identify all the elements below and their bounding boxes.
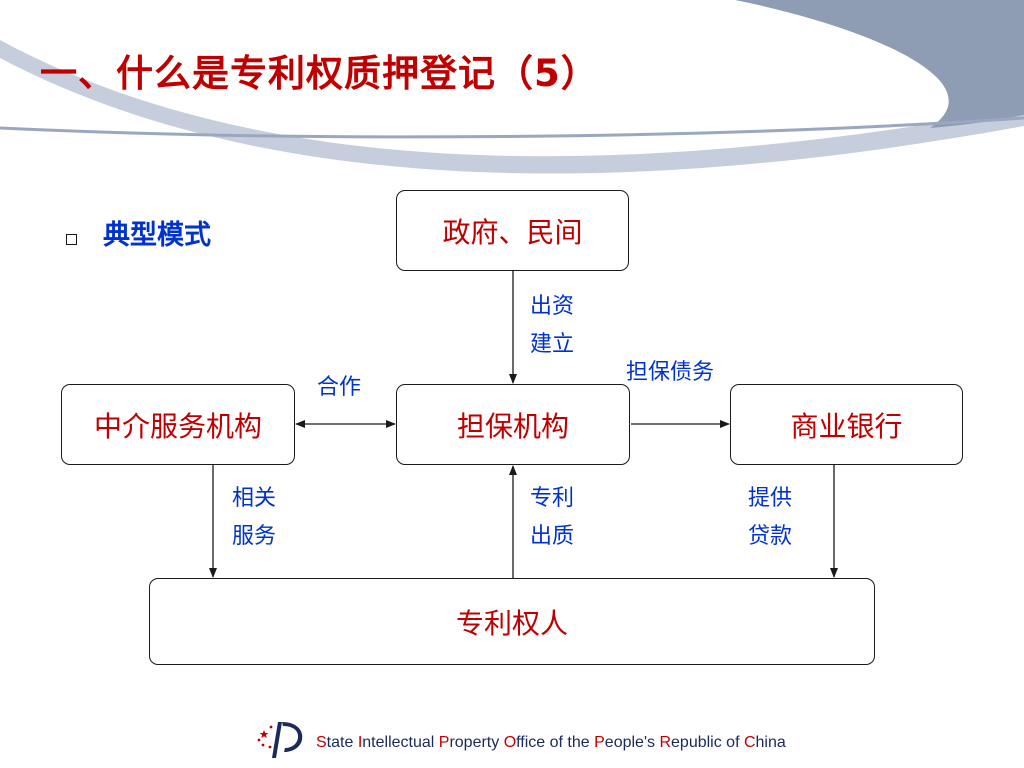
edge-label-related-services: 相关 服务 bbox=[232, 480, 276, 556]
node-label: 专利权人 bbox=[455, 606, 568, 640]
bullet-text: 典型模式 bbox=[103, 220, 211, 251]
node-intermediary-service: 中介服务机构 bbox=[61, 384, 295, 465]
footer-initial: P bbox=[594, 734, 605, 751]
swoosh-thin-line bbox=[0, 116, 1024, 139]
footer-word-rest: tate bbox=[326, 734, 358, 751]
node-government-private: 政府、民间 bbox=[396, 190, 629, 271]
footer-word-rest: roperty bbox=[449, 734, 504, 751]
edge-label-cooperate: 合作 bbox=[317, 375, 362, 400]
node-label: 商业银行 bbox=[790, 409, 903, 443]
slide-title: 一、什么是专利权质押登记（5） bbox=[40, 52, 599, 95]
sipo-logo-icon bbox=[257, 722, 303, 758]
edge-label-patent-pledge: 专利 出质 bbox=[530, 480, 574, 556]
swoosh-light-band bbox=[0, 40, 1024, 174]
edge-label-line: 服务 bbox=[232, 524, 277, 549]
edge-label-invest: 出资 建立 bbox=[530, 288, 574, 364]
node-label: 政府、民间 bbox=[442, 215, 583, 249]
footer-initial: P bbox=[438, 734, 450, 751]
footer-initial: I bbox=[357, 734, 363, 751]
footer-word-rest: hina bbox=[755, 734, 786, 751]
edge-label-line: 提供 bbox=[748, 486, 793, 511]
footer-word-rest: eople's bbox=[604, 734, 660, 751]
edge-label-line: 出资 bbox=[530, 294, 575, 319]
footer-word-rest: epublic of bbox=[671, 734, 744, 751]
edge-label-line: 建立 bbox=[530, 332, 575, 357]
swoosh-dark-band bbox=[735, 0, 1024, 128]
footer-initial: O bbox=[503, 734, 517, 751]
footer-organization-name: State Intellectual Property Office of th… bbox=[316, 734, 786, 752]
footer-initial: R bbox=[659, 734, 672, 751]
square-bullet-icon bbox=[66, 234, 77, 245]
footer-word-rest: ntellectual bbox=[362, 734, 439, 751]
edge-label-line: 出质 bbox=[530, 524, 575, 549]
node-patentee: 专利权人 bbox=[149, 578, 875, 665]
footer-initial: S bbox=[316, 734, 327, 751]
edge-label-line: 专利 bbox=[530, 486, 575, 511]
node-label: 担保机构 bbox=[456, 409, 569, 443]
node-commercial-bank: 商业银行 bbox=[730, 384, 963, 465]
edge-label-guarantee-debt: 担保债务 bbox=[626, 360, 715, 385]
edge-label-line: 贷款 bbox=[748, 524, 793, 549]
header-swoosh-decoration bbox=[0, 0, 1024, 174]
node-guarantee-institution: 担保机构 bbox=[396, 384, 630, 465]
footer: State Intellectual Property Office of th… bbox=[254, 716, 874, 766]
edge-label-line: 相关 bbox=[232, 486, 277, 511]
edge-label-provide-loan: 提供 贷款 bbox=[748, 480, 792, 556]
footer-word-rest: ffice of the bbox=[516, 734, 595, 751]
footer-initial: C bbox=[743, 734, 756, 751]
node-label: 中介服务机构 bbox=[93, 409, 262, 443]
